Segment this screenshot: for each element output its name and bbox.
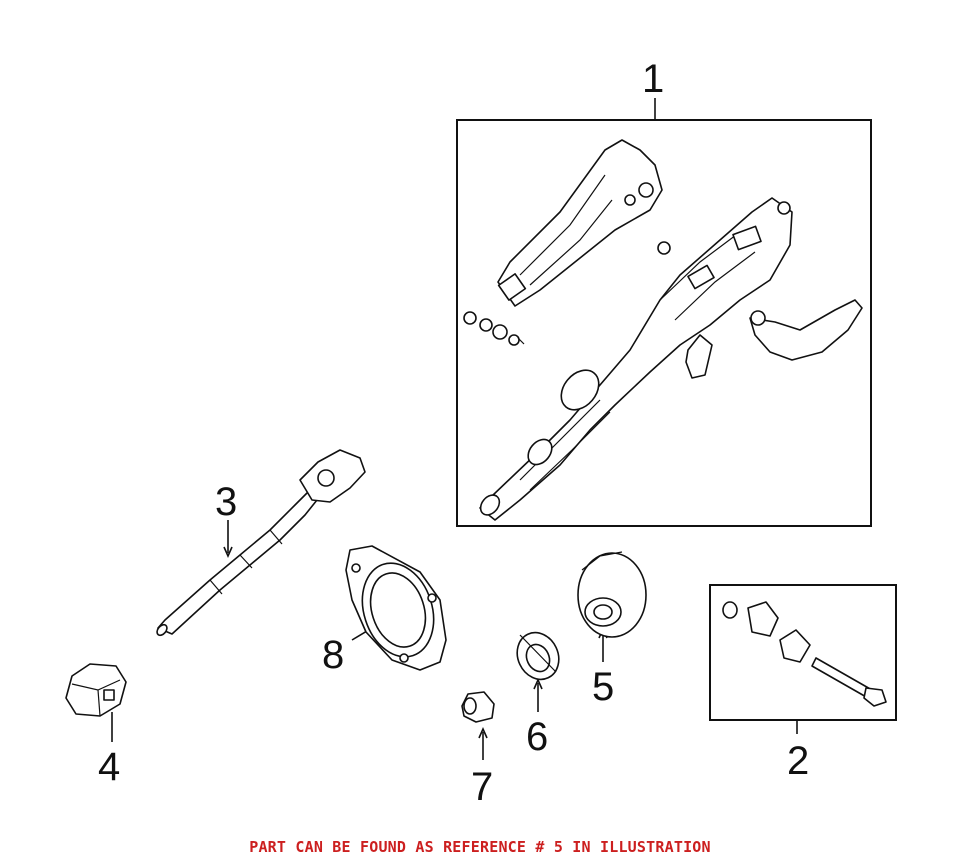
part-1-frame: [456, 119, 872, 527]
callout-8: 8: [322, 633, 344, 677]
callout-4: 4: [98, 745, 120, 789]
part-6-bearing-ring: [516, 631, 560, 712]
upper-bracket: [497, 139, 663, 307]
part-2-frame: [709, 584, 897, 721]
part-5-boot-seal: [577, 551, 647, 662]
callout-5: 5: [592, 665, 614, 709]
tilt-lever: [685, 299, 863, 379]
part-2-hardware-kit: [709, 584, 897, 734]
part-3-intermediate-shaft: [156, 449, 366, 637]
main-column: [479, 197, 793, 521]
callout-1: 1: [642, 57, 664, 101]
callout-6: 6: [526, 715, 548, 759]
small-bolts: [463, 311, 525, 346]
part-7-bushing: [461, 691, 495, 760]
part-4-switch-block: [65, 663, 127, 742]
callout-2: 2: [787, 739, 809, 783]
reference-caption: PART CAN BE FOUND AS REFERENCE # 5 IN IL…: [249, 838, 711, 856]
callout-7: 7: [471, 765, 493, 809]
part-1-steering-column-assembly: [456, 98, 872, 527]
callout-3: 3: [215, 480, 237, 524]
part-8-cover-plate: [345, 545, 447, 671]
